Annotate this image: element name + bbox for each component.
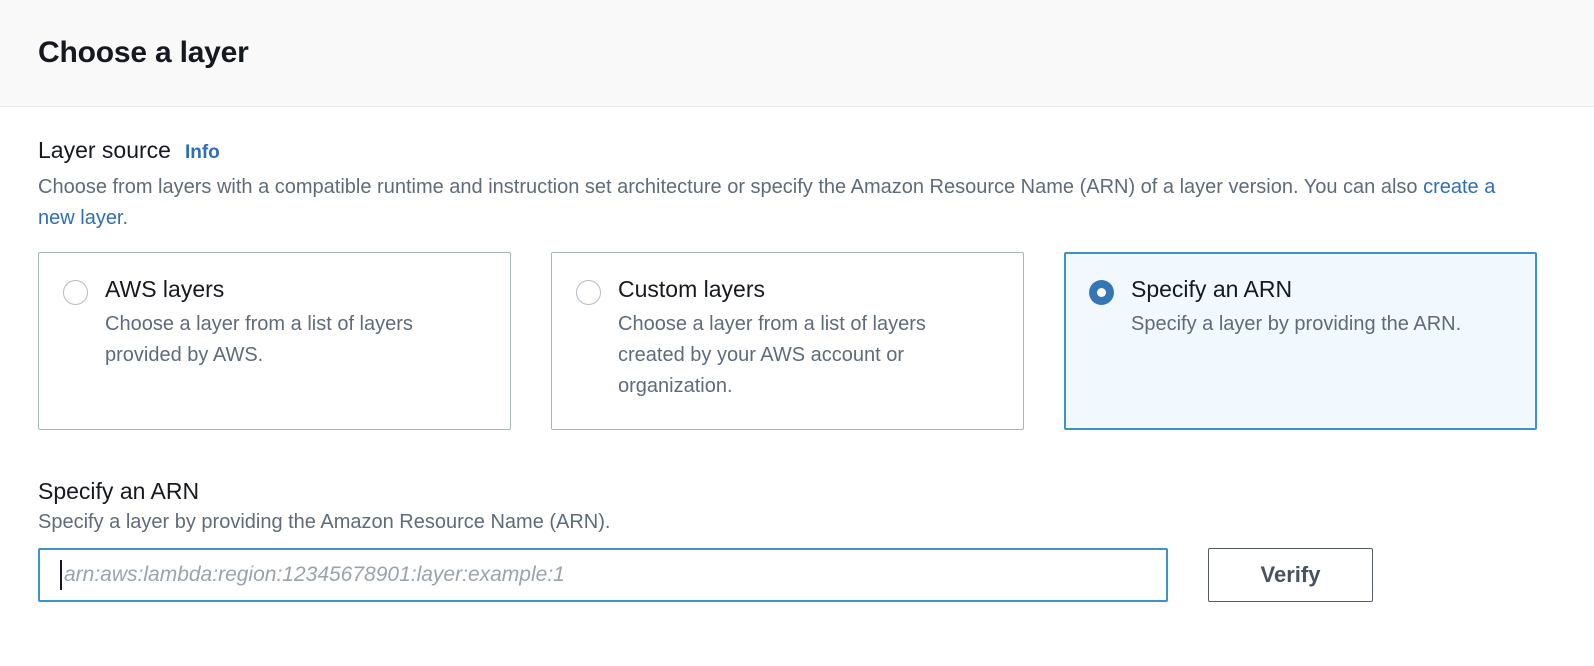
radio-card-aws-layers-title: AWS layers [105, 276, 225, 302]
arn-input-wrapper [38, 548, 1168, 602]
layer-source-options: AWS layers Choose a layer from a list of… [38, 252, 1556, 430]
radio-card-aws-layers-text: AWS layers Choose a layer from a list of… [105, 275, 475, 409]
radio-card-custom-layers[interactable]: Custom layers Choose a layer from a list… [551, 252, 1024, 430]
info-link[interactable]: Info [184, 142, 220, 163]
radio-card-custom-layers-description: Choose a layer from a list of layers cre… [618, 312, 926, 397]
layer-source-label-row: Layer source Info [38, 137, 1556, 164]
radio-card-specify-an-arn-text: Specify an ARN Specify a layer by provid… [1131, 275, 1461, 409]
arn-input-row: Verify [38, 548, 1556, 602]
panel-header: Choose a layer [0, 0, 1594, 107]
panel-body: Layer source Info Choose from layers wit… [0, 107, 1594, 602]
arn-section: Specify an ARN Specify a layer by provid… [38, 478, 1556, 602]
radio-card-custom-layers-text: Custom layers Choose a layer from a list… [618, 275, 988, 409]
radio-card-aws-layers[interactable]: AWS layers Choose a layer from a list of… [38, 252, 511, 430]
radio-card-aws-layers-description: Choose a layer from a list of layers pro… [105, 312, 413, 366]
create-a-new-layer-link[interactable]: create a new layer [38, 176, 1496, 229]
arn-section-heading: Specify an ARN [38, 478, 200, 504]
radio-icon-custom-layers[interactable] [576, 280, 601, 305]
radio-card-custom-layers-title: Custom layers [618, 276, 765, 302]
radio-card-specify-an-arn[interactable]: Specify an ARN Specify a layer by provid… [1064, 252, 1537, 430]
radio-card-specify-an-arn-description: Specify a layer by providing the ARN. [1131, 312, 1462, 335]
layer-source-description: Choose from layers with a compatible run… [38, 172, 1508, 234]
text-caret-icon [60, 560, 62, 590]
radio-card-specify-an-arn-title: Specify an ARN [1131, 276, 1293, 302]
verify-button[interactable]: Verify [1208, 548, 1373, 602]
layer-source-description-text: Choose from layers with a compatible run… [38, 176, 1424, 198]
layer-source-description-period: . [122, 207, 129, 229]
radio-icon-aws-layers[interactable] [63, 280, 88, 305]
arn-section-subtext: Specify a layer by providing the Amazon … [38, 511, 611, 533]
page-title: Choose a layer [38, 36, 249, 69]
radio-icon-specify-an-arn[interactable] [1089, 280, 1114, 305]
arn-input[interactable] [38, 548, 1168, 602]
layer-source-label: Layer source [38, 137, 171, 163]
